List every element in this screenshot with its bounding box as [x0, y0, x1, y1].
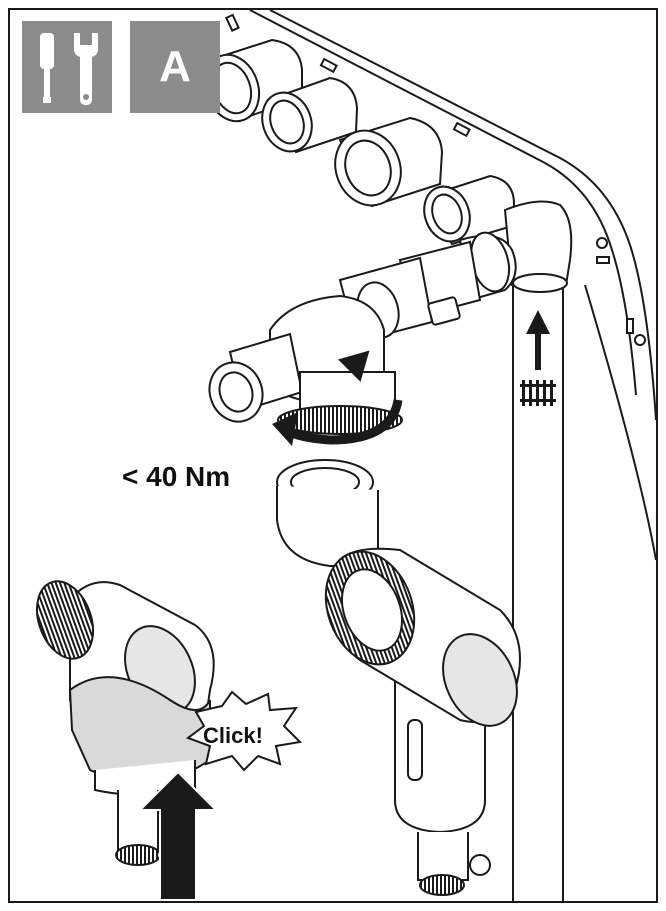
arrow-up-icon — [526, 310, 550, 370]
radiator-icon — [520, 380, 556, 406]
torque-label: < 40 Nm — [122, 461, 231, 492]
push-up-arrow-icon — [137, 770, 219, 901]
step-letter-badge: A — [130, 21, 220, 113]
step-letter: A — [159, 42, 191, 91]
casing-slots — [224, 13, 646, 346]
tools-badge — [22, 21, 112, 113]
page-frame — [8, 8, 658, 903]
click-label: Click! — [203, 723, 263, 748]
counterclockwise-arrow-icon — [272, 399, 403, 446]
pipe-connections — [203, 38, 573, 293]
boiler-casing — [249, 9, 657, 902]
dirt-separator — [276, 459, 521, 896]
click-burst — [185, 690, 303, 772]
screwdriver-and-wrench-icon — [40, 33, 98, 105]
filter-valve-head — [208, 294, 403, 435]
